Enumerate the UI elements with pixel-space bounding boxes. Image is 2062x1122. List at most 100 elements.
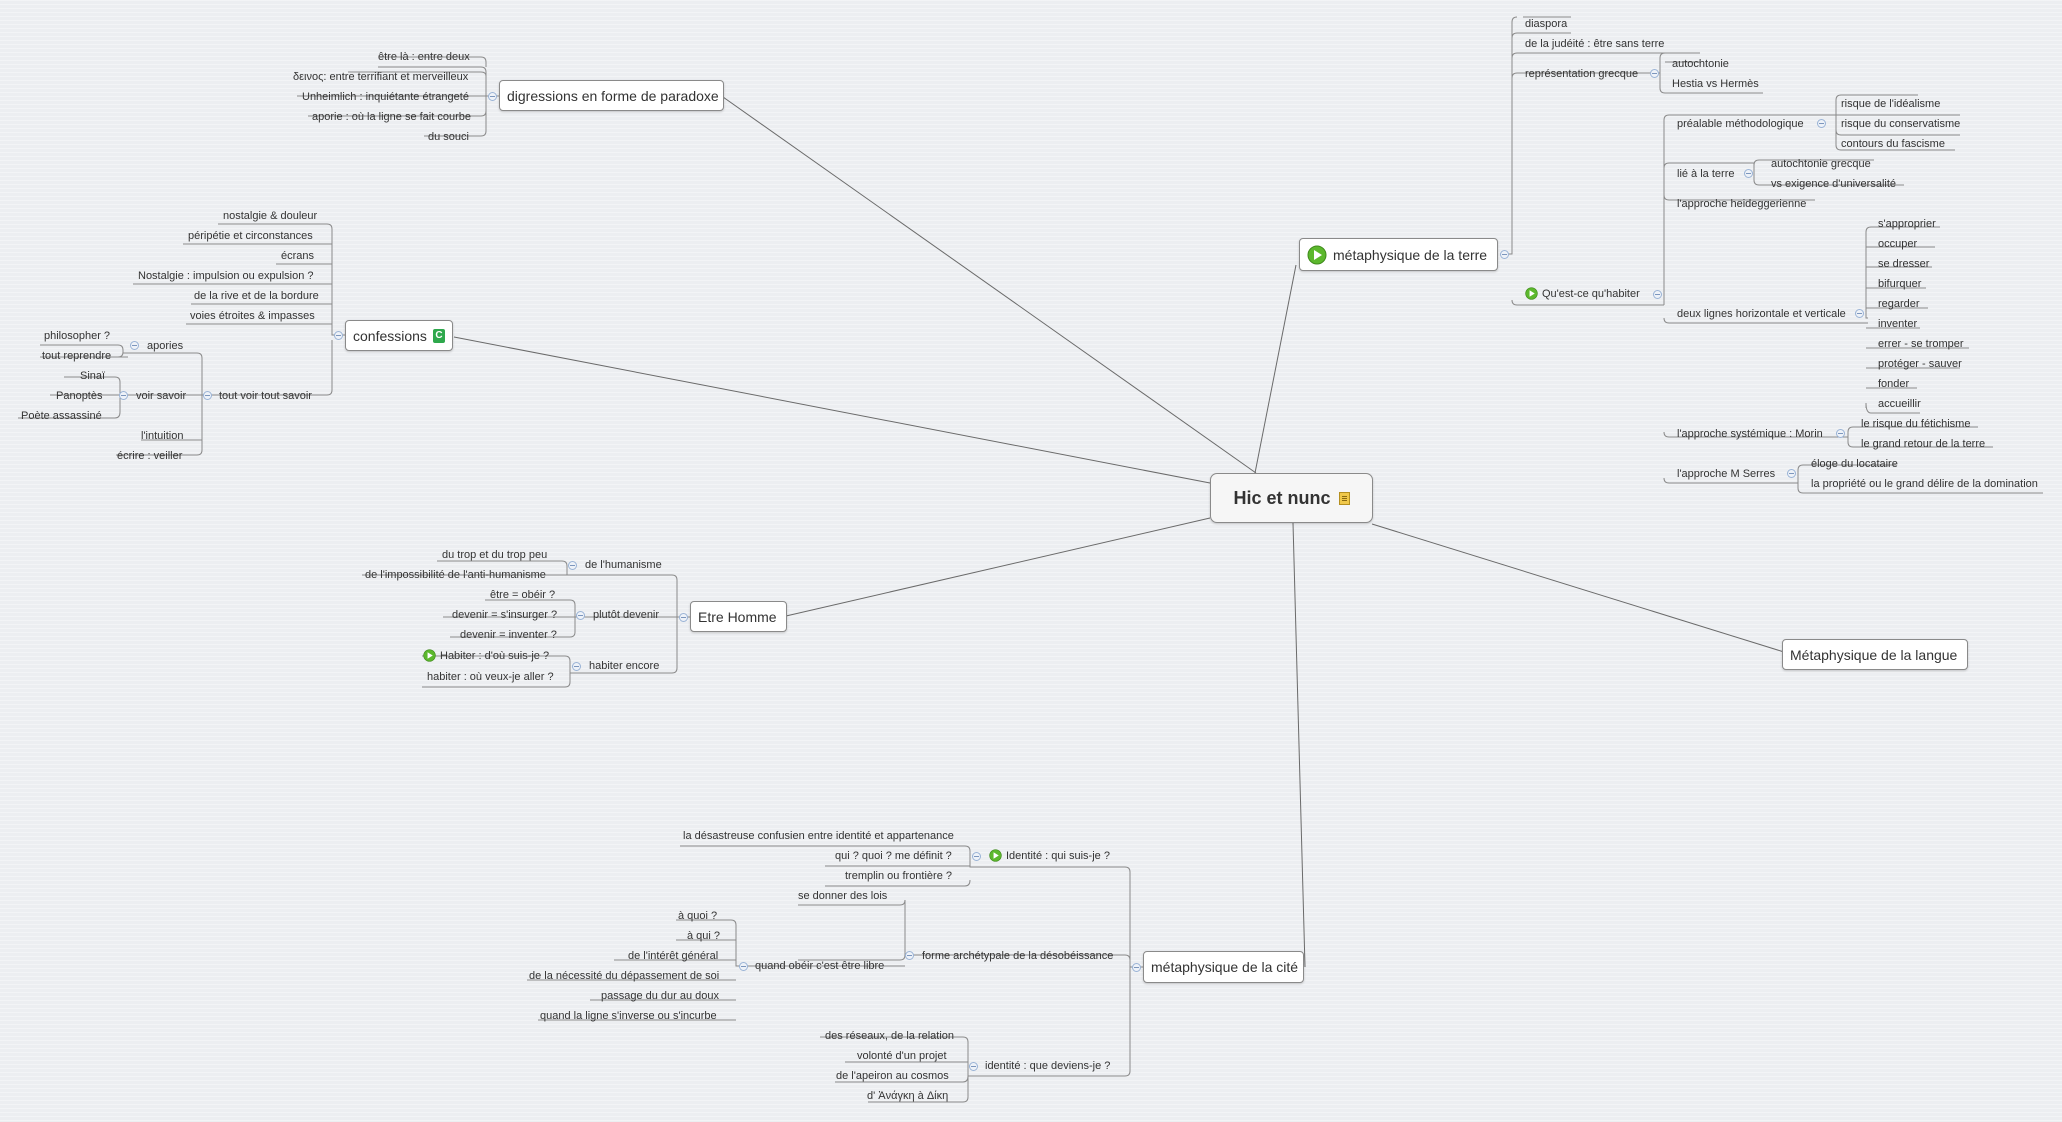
- branch-digressions[interactable]: digressions en forme de paradoxe: [499, 80, 724, 111]
- topic-ecrans[interactable]: écrans: [281, 250, 315, 262]
- topic-poete[interactable]: Poète assassiné: [21, 410, 102, 422]
- topic-dresser[interactable]: se dresser: [1878, 258, 1930, 270]
- topic-bifurquer[interactable]: bifurquer: [1878, 278, 1922, 290]
- topic-intuition[interactable]: l'intuition: [141, 430, 184, 442]
- topic-souci[interactable]: du souci: [428, 131, 469, 143]
- topic-heidegger[interactable]: l'approche heideggerienne: [1677, 198, 1807, 210]
- topic-aporie[interactable]: aporie : où la ligne se fait courbe: [312, 111, 471, 123]
- topic-universalite[interactable]: vs exigence d'universalité: [1771, 178, 1897, 190]
- topic-sinai[interactable]: Sinaï: [80, 370, 106, 382]
- topic-lie-terre[interactable]: lié à la terre: [1677, 168, 1735, 180]
- topic-depassement[interactable]: de la nécessité du dépassement de soi: [529, 970, 720, 982]
- topic-confusion[interactable]: la désastreuse confusien entre identité …: [683, 830, 954, 842]
- topic-approprier[interactable]: s'approprier: [1878, 218, 1936, 230]
- topic-lois[interactable]: se donner des lois: [798, 890, 888, 902]
- topic-plutot[interactable]: plutôt devenir: [593, 609, 660, 621]
- topic-inventer[interactable]: inventer: [1878, 318, 1918, 330]
- topic-ananke[interactable]: d' Ἀνάγκη à Δίκη: [867, 1090, 949, 1102]
- topic-deinos[interactable]: δεινος: entre terrifiant et merveilleux: [293, 71, 469, 83]
- topic-hestia[interactable]: Hestia vs Hermès: [1672, 78, 1759, 90]
- topic-conservatisme[interactable]: risque du conservatisme: [1841, 118, 1961, 130]
- topic-idealisme[interactable]: risque de l'idéalisme: [1841, 98, 1941, 110]
- topic-tremplin[interactable]: tremplin ou frontière ?: [845, 870, 952, 882]
- collapse-toggle[interactable]: [1650, 69, 1659, 78]
- branch-terre[interactable]: métaphysique de la terre: [1299, 238, 1498, 271]
- topic-locataire[interactable]: éloge du locataire: [1811, 458, 1898, 470]
- collapse-toggle[interactable]: [203, 391, 212, 400]
- topic-proteger[interactable]: protéger - sauver: [1878, 358, 1962, 370]
- topic-a-quoi[interactable]: à quoi ?: [678, 910, 718, 922]
- collapse-toggle[interactable]: [1855, 309, 1864, 318]
- topic-entre-deux[interactable]: être là : entre deux: [378, 51, 470, 63]
- topic-volonte[interactable]: volonté d'un projet: [857, 1050, 947, 1062]
- topic-voir-savoir[interactable]: voir savoir: [136, 390, 187, 402]
- collapse-toggle[interactable]: [130, 341, 139, 350]
- topic-apories[interactable]: apories: [147, 340, 184, 352]
- topic-apeiron[interactable]: de l'apeiron au cosmos: [836, 1070, 949, 1082]
- topic-diaspora[interactable]: diaspora: [1525, 18, 1568, 30]
- collapse-toggle[interactable]: [488, 92, 497, 101]
- collapse-toggle[interactable]: [1132, 963, 1141, 972]
- topic-morin[interactable]: l'approche systémique : Morin: [1677, 428, 1823, 440]
- topic-autochtonie-grecque[interactable]: autochtonie grecque: [1771, 158, 1871, 170]
- topic-identite[interactable]: Identité : qui suis-je ?: [989, 849, 1110, 863]
- topic-reseaux[interactable]: des réseaux, de la relation: [825, 1030, 955, 1042]
- collapse-toggle[interactable]: [119, 391, 128, 400]
- topic-inventer-homme[interactable]: devenir = inventer ?: [460, 629, 557, 641]
- branch-langue[interactable]: Métaphysique de la langue: [1782, 639, 1968, 670]
- topic-unheimlich[interactable]: Unheimlich : inquiétante étrangeté: [302, 91, 469, 103]
- topic-a-qui[interactable]: à qui ?: [687, 930, 721, 942]
- topic-libre[interactable]: quand obéir c'est être libre: [755, 960, 885, 972]
- topic-philosopher[interactable]: philosopher ?: [44, 330, 111, 342]
- topic-retour[interactable]: le grand retour de la terre: [1861, 438, 1986, 450]
- topic-ou-aller[interactable]: habiter : où veux-je aller ?: [427, 671, 554, 683]
- topic-impulsion[interactable]: Nostalgie : impulsion ou expulsion ?: [138, 270, 314, 282]
- root-node[interactable]: Hic et nunc: [1210, 473, 1373, 523]
- collapse-toggle[interactable]: [1817, 119, 1826, 128]
- topic-interet[interactable]: de l'intérêt général: [628, 950, 719, 962]
- branch-cite[interactable]: métaphysique de la cité: [1143, 951, 1304, 983]
- topic-habiter-encore[interactable]: habiter encore: [589, 660, 660, 672]
- topic-fetichisme[interactable]: le risque du fétichisme: [1861, 418, 1971, 430]
- collapse-toggle[interactable]: [1836, 429, 1845, 438]
- topic-panoptes[interactable]: Panoptès: [56, 390, 103, 402]
- topic-archetypale[interactable]: forme archétypale de la désobéissance: [922, 950, 1114, 962]
- topic-trop[interactable]: du trop et du trop peu: [442, 549, 548, 561]
- collapse-toggle[interactable]: [905, 951, 914, 960]
- topic-reprendre[interactable]: tout reprendre: [42, 350, 112, 362]
- topic-judeite[interactable]: de la judéité : être sans terre: [1525, 38, 1665, 50]
- topic-rep-grecque[interactable]: représentation grecque: [1525, 68, 1639, 80]
- branch-homme[interactable]: Etre Homme: [690, 601, 787, 632]
- collapse-toggle[interactable]: [1744, 169, 1753, 178]
- topic-autochtonie[interactable]: autochtonie: [1672, 58, 1729, 70]
- collapse-toggle[interactable]: [739, 962, 748, 971]
- topic-rive[interactable]: de la rive et de la bordure: [194, 290, 319, 302]
- topic-deviens[interactable]: identité : que deviens-je ?: [985, 1060, 1111, 1072]
- topic-propriete[interactable]: la propriété ou le grand délire de la do…: [1811, 478, 2038, 490]
- topic-ligne[interactable]: quand la ligne s'inverse ou s'incurbe: [540, 1010, 717, 1022]
- collapse-toggle[interactable]: [572, 662, 581, 671]
- topic-insurger[interactable]: devenir = s'insurger ?: [452, 609, 558, 621]
- collapse-toggle[interactable]: [334, 331, 343, 340]
- topic-dou[interactable]: Habiter : d'où suis-je ?: [423, 649, 549, 663]
- topic-occuper[interactable]: occuper: [1878, 238, 1918, 250]
- topic-anti[interactable]: de l'impossibilité de l'anti-humanisme: [365, 569, 546, 581]
- topic-obeir[interactable]: être = obéir ?: [490, 589, 556, 601]
- topic-serres[interactable]: l'approche M Serres: [1677, 468, 1776, 480]
- topic-accueillir[interactable]: accueillir: [1878, 398, 1921, 410]
- collapse-toggle[interactable]: [969, 1062, 978, 1071]
- collapse-toggle[interactable]: [1653, 290, 1662, 299]
- topic-ecrire[interactable]: écrire : veiller: [117, 450, 183, 462]
- collapse-toggle[interactable]: [568, 561, 577, 570]
- topic-deux-lignes[interactable]: deux lignes horizontale et verticale: [1677, 308, 1846, 320]
- collapse-toggle[interactable]: [679, 613, 688, 622]
- branch-confessions[interactable]: confessions C: [345, 320, 453, 351]
- topic-prealable[interactable]: préalable méthodologique: [1677, 118, 1804, 130]
- collapse-toggle[interactable]: [1500, 250, 1509, 259]
- collapse-toggle[interactable]: [576, 611, 585, 620]
- topic-fonder[interactable]: fonder: [1878, 378, 1910, 390]
- topic-definit[interactable]: qui ? quoi ? me définit ?: [835, 850, 952, 862]
- topic-tout-voir[interactable]: tout voir tout savoir: [219, 390, 312, 402]
- topic-peripetie[interactable]: péripétie et circonstances: [188, 230, 313, 242]
- topic-humanisme[interactable]: de l'humanisme: [585, 559, 662, 571]
